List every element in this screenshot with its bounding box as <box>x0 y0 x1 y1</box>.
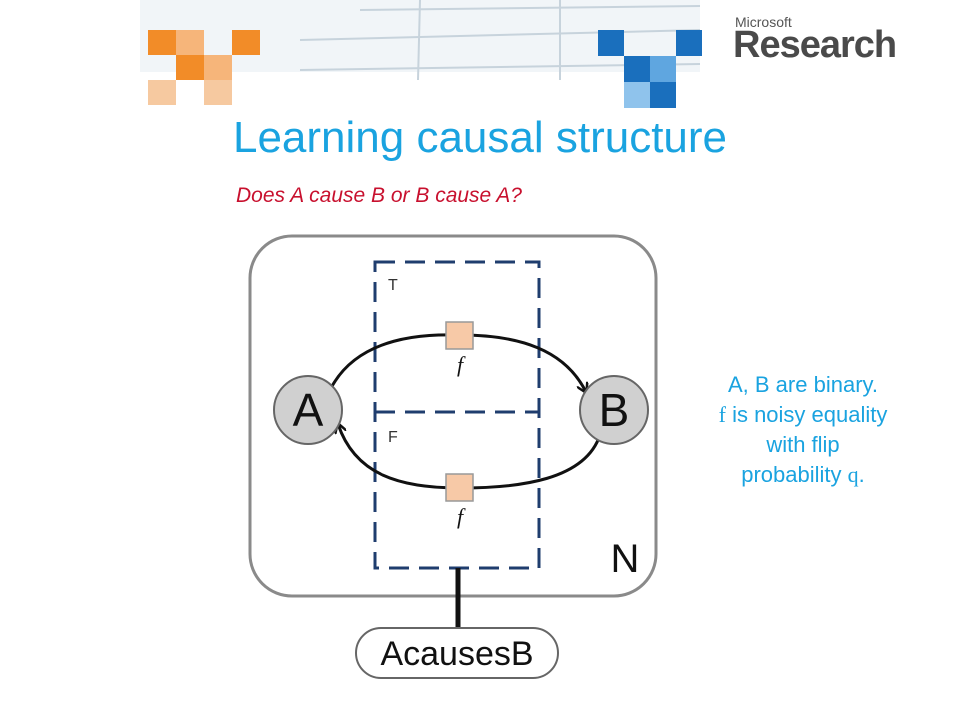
plate <box>248 234 658 598</box>
node-b-label: B <box>599 384 630 436</box>
factor-top <box>445 321 474 350</box>
logo-research-text: Research <box>733 24 897 66</box>
node-a-label: A <box>293 384 324 436</box>
slide-subtitle: Does A cause B or B cause A? <box>236 184 522 207</box>
header-banner <box>0 0 960 110</box>
logo-microsoft-text: Microsoft <box>735 14 792 30</box>
node-b <box>579 375 649 445</box>
orange-tiles <box>148 30 260 105</box>
switch-node-label: AcausesB <box>380 635 533 673</box>
note-line-2: f is noisy equality <box>672 400 934 430</box>
blue-tiles <box>598 30 702 108</box>
note-line-4-pre: probability <box>741 462 848 487</box>
note-line-1: A, B are binary. <box>728 372 878 397</box>
note-f-symbol: f <box>718 402 726 427</box>
note-line-2-text: is noisy equality <box>725 402 888 427</box>
note-line-3: with flip <box>766 432 840 457</box>
factor-bottom <box>445 473 474 502</box>
note-q-symbol: q <box>847 462 859 487</box>
gate-true-label: T <box>388 277 398 294</box>
note-line-4: probability q. <box>672 460 934 490</box>
plate-label: N <box>611 537 640 581</box>
slide-title: Learning causal structure <box>232 113 728 162</box>
node-a <box>273 375 343 445</box>
explanation-note: A, B are binary. f is noisy equality wit… <box>672 370 934 490</box>
gate-false-label: F <box>388 429 398 446</box>
factor-top-label: f <box>457 352 466 377</box>
factor-bottom-label: f <box>457 504 466 529</box>
note-line-4-post: . <box>858 462 865 487</box>
switch-node <box>355 627 559 679</box>
